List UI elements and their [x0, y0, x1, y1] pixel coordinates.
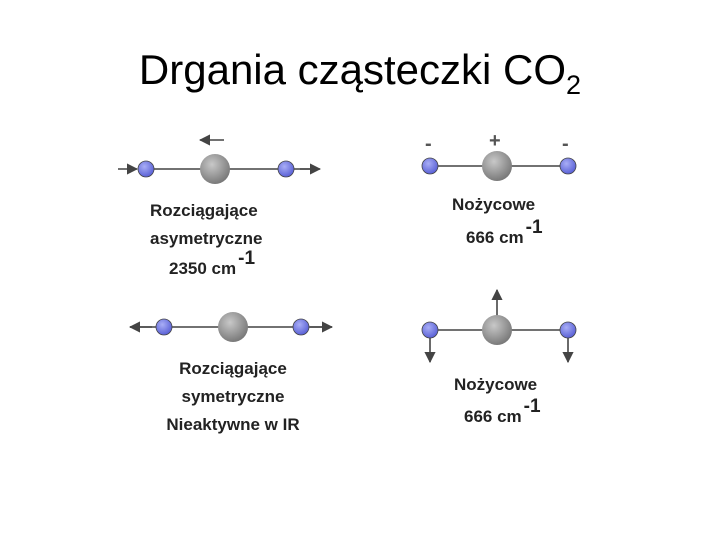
carbon-atom — [482, 151, 512, 181]
label-asym-line1: Rozciągające — [150, 201, 258, 220]
label-sym-line2: symetryczne — [181, 387, 285, 406]
label-asym-line2: asymetryczne — [150, 229, 263, 248]
label-asym-freq: 2350 cm-1 — [169, 248, 255, 279]
label-sym-line3: Nieaktywne w IR — [166, 415, 300, 434]
oxygen-atom-left — [421, 157, 439, 175]
oxygen-atom-left — [421, 321, 439, 339]
freq-exponent: -1 — [525, 217, 543, 238]
carbon-atom — [482, 315, 512, 345]
freq-value: 2350 cm — [169, 259, 237, 278]
freq-exponent: -1 — [238, 248, 256, 269]
freq-exponent: -1 — [523, 396, 541, 417]
molecule-scissoring-top — [421, 151, 577, 181]
oxygen-atom-left — [137, 160, 155, 178]
label-sym-line1: Rozciągające — [179, 359, 287, 378]
title-text: Drgania cząsteczki CO — [138, 46, 567, 93]
molecule-scissoring-bottom — [421, 288, 577, 364]
label-sym-block: Rozciągające symetryczne Nieaktywne w IR — [143, 358, 323, 435]
carbon-atom — [200, 154, 230, 184]
label-scissor-bottom-line1: Nożycowe — [454, 375, 538, 394]
slide-title: Drgania cząsteczki CO2 — [0, 44, 720, 111]
freq-value: 666 cm — [464, 407, 522, 426]
carbon-atom — [218, 312, 248, 342]
label-scissor-top-line1: Nożycowe — [452, 195, 536, 214]
oxygen-atom-right — [277, 160, 295, 178]
title-subscript: 2 — [566, 70, 582, 100]
molecule-symmetric — [128, 312, 334, 342]
plus-sign-center: + — [489, 130, 501, 152]
oxygen-atom-left — [155, 318, 173, 336]
minus-sign-right: - — [562, 133, 569, 155]
oxygen-atom-right — [559, 321, 577, 339]
freq-value: 666 cm — [466, 228, 524, 247]
label-scissor-bottom-freq: 666 cm-1 — [464, 396, 541, 427]
molecule-asymmetric — [118, 134, 322, 184]
label-scissor-top-freq: 666 cm-1 — [466, 217, 543, 248]
oxygen-atom-right — [559, 157, 577, 175]
minus-sign-left: - — [425, 133, 432, 155]
oxygen-atom-right — [292, 318, 310, 336]
